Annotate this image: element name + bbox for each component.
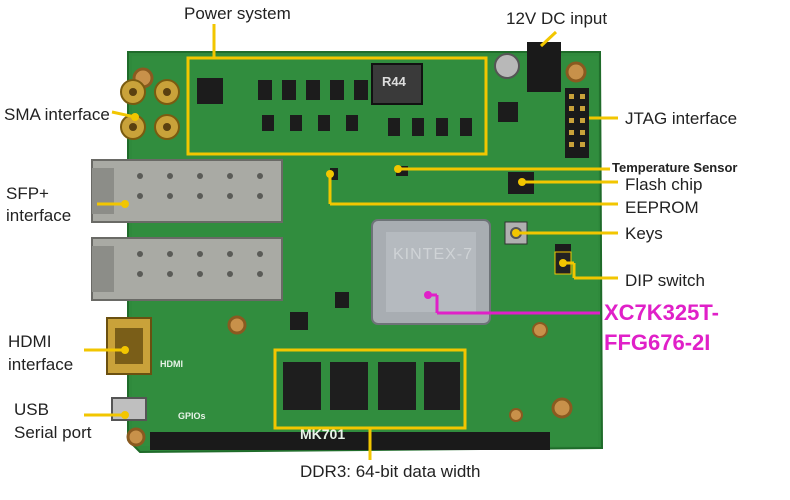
label-fpga-1: XC7K325T-	[604, 300, 719, 325]
power-components	[197, 78, 472, 136]
label-jtag: JTAG interface	[625, 109, 738, 128]
label-usb-2: Serial port	[14, 423, 92, 442]
label-sfp-1: SFP+	[6, 184, 49, 203]
dc-jack	[527, 42, 561, 92]
label-hdmi-2: interface	[8, 355, 74, 374]
board-model: MK701	[300, 426, 346, 442]
fpga-marking: KINTEX-7	[393, 246, 474, 263]
label-keys: Keys	[625, 224, 663, 243]
power-system-highlight	[186, 56, 488, 156]
label-sma: SMA interface	[4, 105, 110, 124]
fpga-dot	[424, 291, 432, 299]
label-temp-sensor: Temperature Sensor	[612, 160, 738, 175]
label-flash: Flash chip	[625, 175, 703, 194]
label-dip: DIP switch	[625, 271, 705, 290]
label-usb-1: USB	[14, 400, 49, 419]
label-eeprom: EEPROM	[625, 198, 699, 217]
gpio-marking: GPIOs	[178, 411, 206, 421]
ddr3-chips	[283, 362, 460, 410]
label-fpga-2: FFG676-2I	[604, 330, 711, 355]
gpio-header	[150, 432, 550, 450]
label-hdmi-1: HDMI	[8, 332, 52, 351]
hdmi-marking: HDMI	[160, 359, 183, 369]
fpga-die	[386, 232, 476, 312]
label-sfp-2: interface	[6, 206, 72, 225]
capacitor	[494, 53, 520, 79]
sma-connectors	[120, 79, 180, 140]
regulator-marking: R44	[382, 74, 406, 89]
label-power-system: Power system	[184, 4, 291, 23]
usb-connector	[111, 397, 147, 421]
hdmi-connector	[106, 317, 152, 375]
label-ddr3: DDR3: 64-bit data width	[300, 462, 481, 481]
mounting-holes	[126, 61, 587, 447]
sfp-cages	[91, 159, 283, 301]
jtag-header	[565, 88, 589, 158]
inductor-r44	[371, 63, 423, 105]
label-dc-input: 12V DC input	[506, 9, 608, 28]
leader-dots	[121, 113, 567, 419]
